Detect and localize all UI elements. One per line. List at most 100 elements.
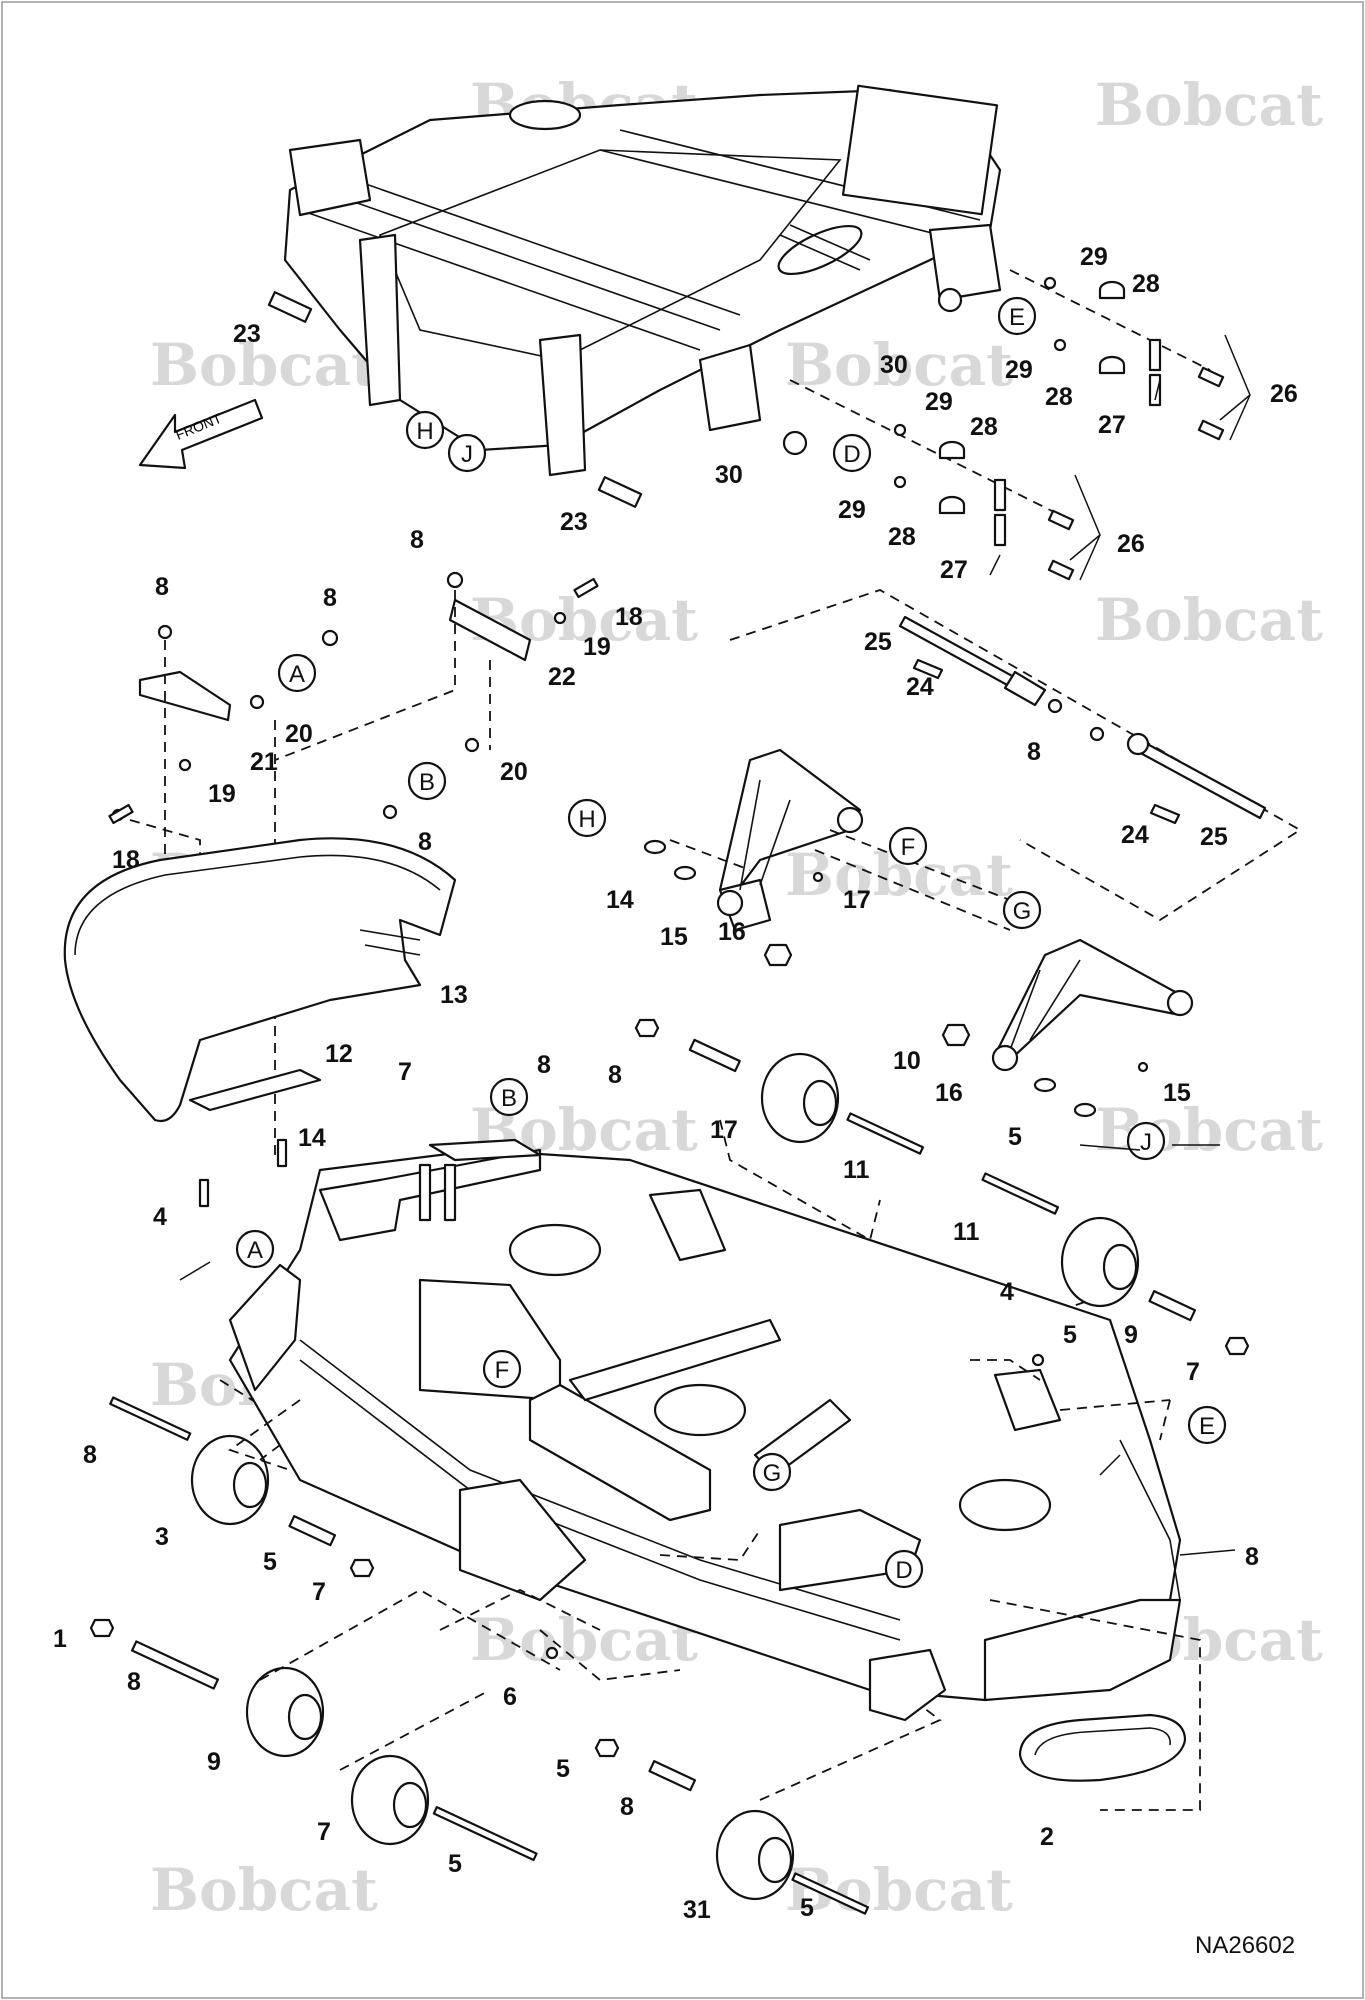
callout-number: 5	[448, 1850, 462, 1878]
drawing-number: NA26602	[1195, 1932, 1295, 1959]
callout-number: 8	[155, 573, 169, 601]
callout-number: 17	[843, 886, 871, 914]
callout-number: 8	[620, 1793, 634, 1821]
leader-lines	[179, 334, 1251, 1556]
connector-letter: G	[1013, 898, 1032, 925]
callout-number: 8	[537, 1051, 551, 1079]
callout-number: 8	[418, 828, 432, 856]
callout-number: 28	[888, 523, 916, 551]
callout-number: 27	[940, 556, 968, 584]
callout-number: 18	[615, 603, 643, 631]
callout-number: 4	[1000, 1278, 1014, 1306]
connector-letter: B	[419, 769, 435, 796]
callout-number: 25	[1200, 823, 1228, 851]
callout-number: 11	[843, 1156, 870, 1184]
callout-number: 12	[325, 1040, 353, 1068]
callout-number: 5	[263, 1548, 277, 1576]
callout-number: 4	[153, 1203, 167, 1231]
callout-number: 15	[660, 923, 688, 951]
callout-number: 23	[233, 320, 261, 348]
connector-letter: A	[247, 1237, 263, 1264]
callout-number: 25	[864, 628, 892, 656]
connector-letter: D	[895, 1557, 912, 1584]
callout-number: 29	[1080, 243, 1108, 271]
callout-number: 2	[1040, 1823, 1054, 1851]
callout-number: 13	[440, 981, 468, 1009]
connector-letter: J	[461, 441, 473, 468]
watermark-text: Bobcat	[150, 331, 378, 399]
callout-number: 18	[112, 846, 140, 874]
watermark-text: Bobcat	[150, 1856, 378, 1924]
callout-number: 22	[548, 663, 576, 691]
callout-number: 6	[503, 1683, 517, 1711]
callout-number: 21	[250, 748, 278, 776]
connector-letter: A	[289, 661, 305, 688]
callout-number: 23	[560, 508, 588, 536]
connector-letter: H	[578, 806, 595, 833]
callout-number: 29	[838, 496, 866, 524]
watermark-text: Bobcat	[1095, 1096, 1323, 1164]
watermark-text: Bobcat	[1095, 71, 1323, 139]
callout-number: 8	[127, 1668, 141, 1696]
callout-number: 19	[208, 780, 236, 808]
callout-number: 26	[1270, 380, 1298, 408]
callout-number: 28	[970, 413, 998, 441]
connector-letter: E	[1009, 304, 1025, 331]
callout-number: 24	[906, 673, 934, 701]
callout-number: 5	[1063, 1321, 1077, 1349]
callout-number: 26	[1117, 530, 1145, 558]
callout-number: 16	[718, 918, 746, 946]
connector-letter: H	[416, 418, 433, 445]
connector-bubbles	[235, 296, 1227, 1589]
callout-number: 9	[1124, 1321, 1138, 1349]
callout-number: 5	[1008, 1123, 1022, 1151]
callout-number: 8	[608, 1061, 622, 1089]
callout-number: 14	[298, 1124, 326, 1152]
connector-letter: F	[901, 834, 916, 861]
pivot-rod-assembly	[643, 589, 1302, 1118]
caster-wheels	[89, 1018, 1250, 1915]
callout-number: 7	[398, 1058, 412, 1086]
connector-letters: H J E D A B H F G B J A F E G D	[247, 304, 1215, 1584]
callout-number: 27	[1098, 411, 1126, 439]
callout-number: 9	[207, 1748, 221, 1776]
connector-letter: E	[1199, 1413, 1215, 1440]
callout-number: 15	[1163, 1079, 1191, 1107]
callout-number: 3	[155, 1523, 169, 1551]
callout-number: 16	[935, 1079, 963, 1107]
callout-number: 19	[583, 633, 611, 661]
callout-number: 10	[893, 1047, 921, 1075]
callout-number: 30	[715, 461, 743, 489]
callout-number: 1	[53, 1625, 67, 1653]
chain-hardware-upper	[267, 269, 1225, 581]
tractor-frame	[283, 84, 1002, 477]
callout-number: 29	[925, 388, 953, 416]
connector-letter: J	[1140, 1129, 1152, 1156]
mower-deck	[228, 1138, 1201, 1811]
callout-number: 7	[317, 1818, 331, 1846]
callout-number: 28	[1132, 270, 1160, 298]
connector-letter: D	[843, 441, 860, 468]
callout-number: 8	[1027, 738, 1041, 766]
connector-letter: B	[501, 1085, 517, 1112]
callout-number: 14	[606, 886, 634, 914]
callout-number: 24	[1121, 821, 1149, 849]
callout-number: 20	[285, 720, 313, 748]
callout-number: 7	[1186, 1358, 1200, 1386]
callout-number: 17	[710, 1116, 738, 1144]
callout-number: 8	[410, 526, 424, 554]
callout-number: 5	[556, 1755, 570, 1783]
callout-number: 8	[1245, 1543, 1259, 1571]
callout-number: 31	[683, 1896, 711, 1924]
callout-number: 8	[323, 584, 337, 612]
callout-number: 29	[1005, 356, 1033, 384]
callout-number: 30	[880, 351, 908, 379]
callout-number: 8	[83, 1441, 97, 1469]
callout-number: 7	[312, 1578, 326, 1606]
callout-numbers: 23 23 29 28 29 28 26 27 30 29 28 30 29 2…	[53, 243, 1298, 1924]
connector-letter: F	[495, 1357, 510, 1384]
watermark-text: Bobcat	[785, 331, 1013, 399]
